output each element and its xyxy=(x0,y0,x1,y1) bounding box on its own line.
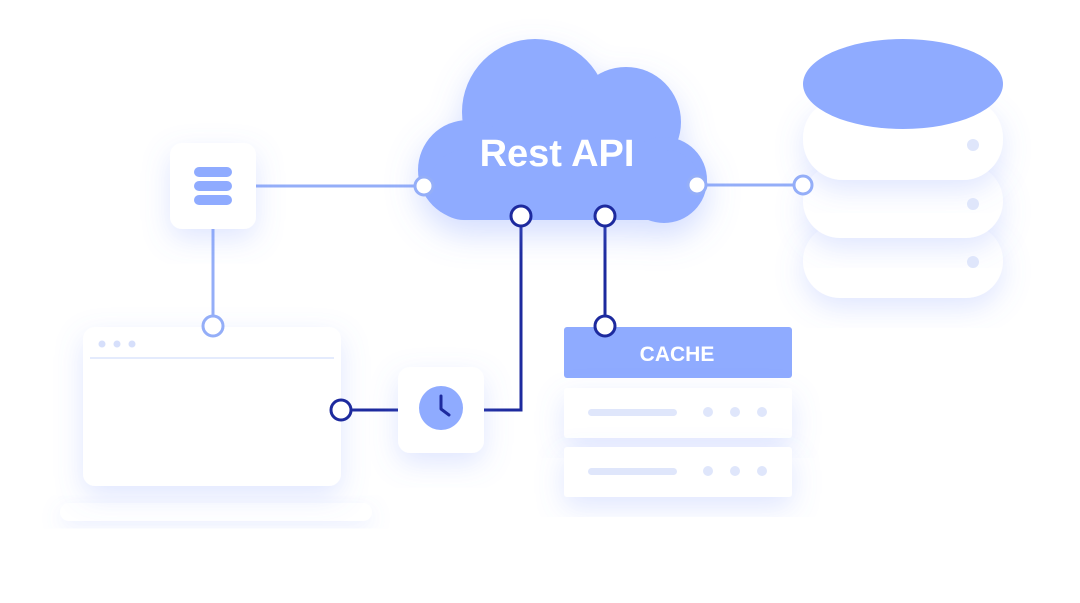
cache-row-1 xyxy=(564,388,792,438)
cache-row-2-dot-3 xyxy=(757,466,767,476)
node-cloud-bottom-left xyxy=(509,204,533,228)
db-led-2 xyxy=(967,198,979,210)
database-icon xyxy=(194,167,232,205)
cache-row-1-dot-3 xyxy=(757,407,767,417)
db-card xyxy=(170,143,256,229)
clock-card xyxy=(398,367,484,453)
server-database-icon xyxy=(803,39,1003,298)
cloud-label: Rest API xyxy=(480,133,635,175)
cache-row-2-dot-1 xyxy=(703,466,713,476)
browser-dot-2 xyxy=(113,340,121,348)
node-cloud-left xyxy=(413,175,435,197)
rest-api-cloud: Rest API xyxy=(418,39,707,223)
node-browser-top xyxy=(201,314,225,338)
cloud-shape xyxy=(418,39,707,223)
laptop-base xyxy=(60,503,372,521)
node-cloud-bottom-right xyxy=(593,204,617,228)
browser-dot-3 xyxy=(128,340,136,348)
cache-row-1-dot-2 xyxy=(730,407,740,417)
browser-window xyxy=(60,327,372,521)
cache-label: CACHE xyxy=(640,343,715,366)
db-led-1 xyxy=(967,139,979,151)
browser-dot-1 xyxy=(98,340,106,348)
node-database xyxy=(792,174,814,196)
cache-row-2 xyxy=(564,447,792,497)
cache-header xyxy=(564,327,792,378)
clock-icon xyxy=(419,386,463,430)
cache-row-2-bar xyxy=(588,468,677,475)
db-layer-2 xyxy=(803,164,1003,238)
db-led-3 xyxy=(967,256,979,268)
link-cloud-to-clock xyxy=(484,216,523,412)
db-top xyxy=(803,39,1003,129)
node-cache-top xyxy=(593,314,617,338)
cache-row-1-bar xyxy=(588,409,677,416)
browser-frame xyxy=(83,327,341,486)
db-layer-3 xyxy=(803,224,1003,298)
node-cloud-right xyxy=(686,174,708,196)
cache-row-2-dot-2 xyxy=(730,466,740,476)
cache-row-1-dot-1 xyxy=(703,407,713,417)
connector-nodes xyxy=(201,174,814,422)
cache-block: CACHE xyxy=(564,327,792,497)
node-browser-right xyxy=(329,398,353,422)
